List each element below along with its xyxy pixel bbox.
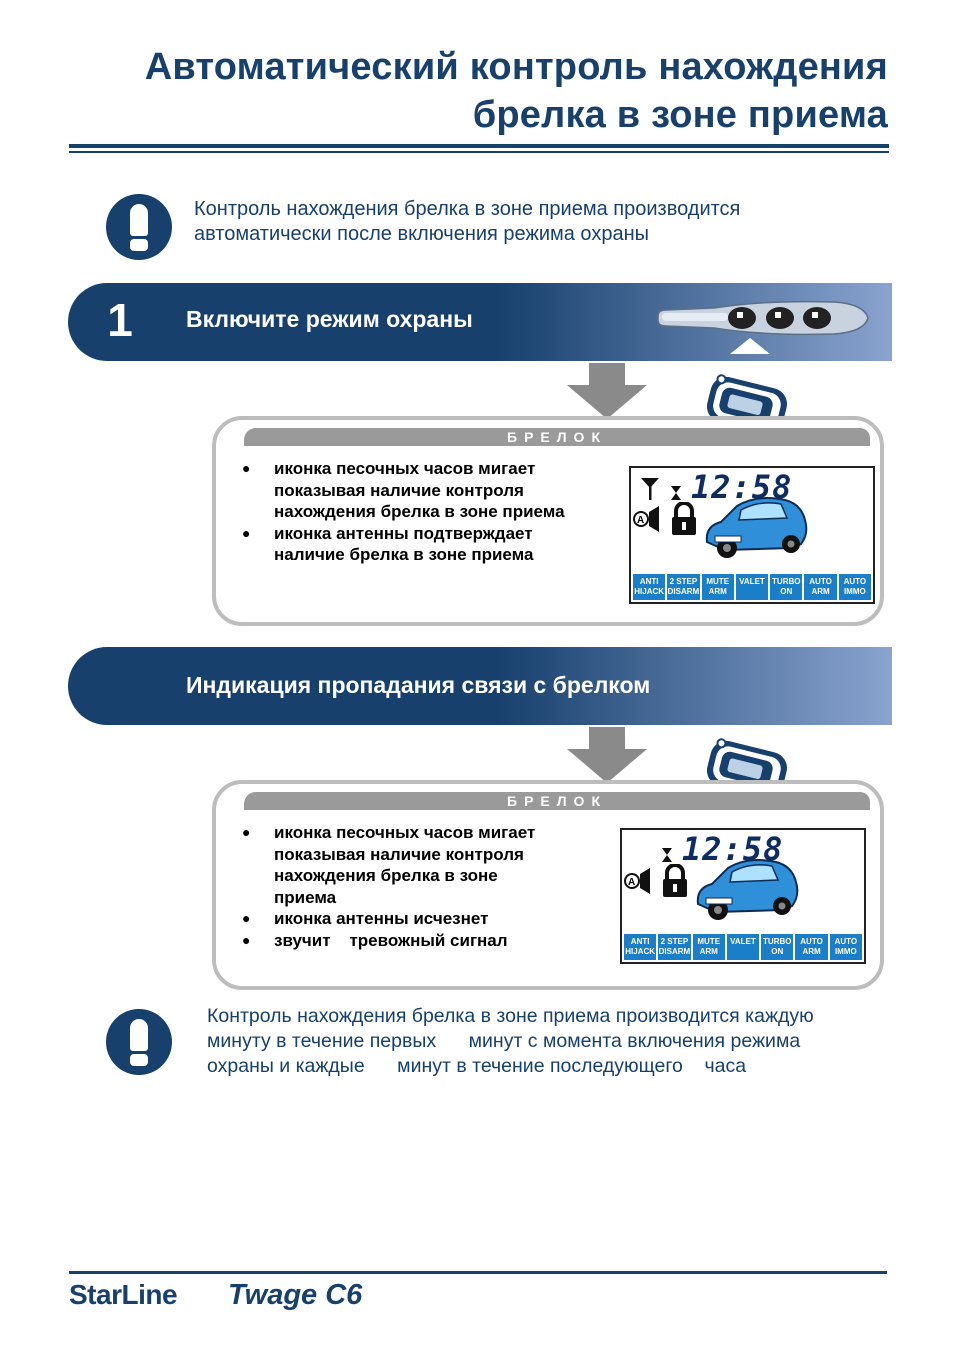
model-name: Twage C6 <box>228 1279 363 1311</box>
siren-icon: A <box>624 868 650 894</box>
lcd-mode-valet: VALET <box>726 934 760 960</box>
exclamation-icon <box>106 1009 172 1075</box>
lcd-mode-auto-arm: AUTO ARM <box>804 574 837 600</box>
exclamation-icon <box>106 194 172 260</box>
lcd-mode-anti-hijack: ANTI HIJACK <box>624 934 657 960</box>
title-underline-thin <box>69 151 889 153</box>
lcd-mode-auto-immo: AUTO IMMO <box>838 574 871 600</box>
step1-panel-header: БРЕЛОК <box>244 428 870 446</box>
note-bottom-line-3: охраны и каждые минут в течение последую… <box>207 1055 747 1077</box>
antenna-icon <box>641 478 659 500</box>
lcd-mode-2step-disarm: 2 STEP DISARM <box>658 934 691 960</box>
step2-panel-header: БРЕЛОК <box>244 792 870 810</box>
svg-text:A: A <box>637 515 644 526</box>
lcd-mode-buttons: ANTI HIJACK 2 STEP DISARM MUTE ARM VALET… <box>624 934 862 960</box>
step1-number: 1 <box>107 294 133 346</box>
car-icon <box>696 859 799 920</box>
step1-label: Включите режим охраны <box>186 306 473 332</box>
lcd-mode-turbo-on: TURBO ON <box>770 574 803 600</box>
step1-fob-panel: БРЕЛОК иконка песочных часов мигает пока… <box>212 416 884 626</box>
lcd-mode-2step-disarm: 2 STEP DISARM <box>667 574 700 600</box>
brand-logo: StarLine <box>69 1279 178 1310</box>
list-item: иконка антенны исчезнет <box>242 908 535 930</box>
lcd-display: 12:58 A ANTI HIJACK 2 STEP DISARM MUTE A… <box>620 828 866 964</box>
list-item: звучит тревожный сигнал <box>242 930 535 952</box>
arrow-down-icon <box>567 727 647 783</box>
svg-text:A: A <box>628 877 635 888</box>
page-title-line-2: брелка в зоне приема <box>472 94 888 136</box>
step2-bullet-list: иконка песочных часов мигает показывая н… <box>242 822 535 952</box>
lcd-display: 12:58 A ANTI HIJACK 2 STEP DISARM MUTE A… <box>629 466 875 604</box>
lcd-mode-mute-arm: MUTE ARM <box>701 574 734 600</box>
lcd-mode-auto-immo: AUTO IMMO <box>829 934 862 960</box>
lcd-mode-valet: VALET <box>735 574 769 600</box>
note-top-line-2: автоматически после включения режима охр… <box>194 223 649 245</box>
lcd-mode-mute-arm: MUTE ARM <box>692 934 725 960</box>
list-item: иконка песочных часов мигает показывая н… <box>242 822 535 908</box>
lcd-mode-turbo-on: TURBO ON <box>761 934 794 960</box>
note-top-line-1: Контроль нахождения брелка в зоне приема… <box>194 198 741 220</box>
list-item: иконка антенны подтверждает наличие брел… <box>242 523 565 566</box>
footer-rule <box>69 1271 887 1274</box>
arrow-down-icon <box>567 363 647 419</box>
lock-icon <box>672 502 696 535</box>
step2-label: Индикация пропадания связи с брелком <box>186 672 651 698</box>
hourglass-icon <box>671 486 681 500</box>
note-bottom-line-1: Контроль нахождения брелка в зоне приема… <box>207 1005 814 1027</box>
note-top: Контроль нахождения брелка в зоне приема… <box>194 197 740 247</box>
hourglass-icon <box>662 848 672 862</box>
title-underline <box>69 144 889 148</box>
lcd-mode-auto-arm: AUTO ARM <box>795 934 828 960</box>
page-title-line-1: Автоматический контроль нахождения <box>144 46 888 88</box>
note-bottom-line-2: минуту в течение первых минут с момента … <box>207 1030 801 1052</box>
lcd-mode-anti-hijack: ANTI HIJACK <box>633 574 666 600</box>
key-fob-side-icon <box>657 300 869 354</box>
car-icon <box>705 497 808 558</box>
siren-icon: A <box>633 506 659 532</box>
step2-fob-panel: БРЕЛОК иконка песочных часов мигает пока… <box>212 780 884 990</box>
list-item: иконка песочных часов мигает показывая н… <box>242 458 565 523</box>
step1-bullet-list: иконка песочных часов мигает показывая н… <box>242 458 565 566</box>
lock-icon <box>663 864 687 897</box>
lcd-mode-buttons: ANTI HIJACK 2 STEP DISARM MUTE ARM VALET… <box>633 574 871 600</box>
note-bottom: Контроль нахождения брелка в зоне приема… <box>207 1004 814 1079</box>
step2-banner <box>68 647 892 725</box>
